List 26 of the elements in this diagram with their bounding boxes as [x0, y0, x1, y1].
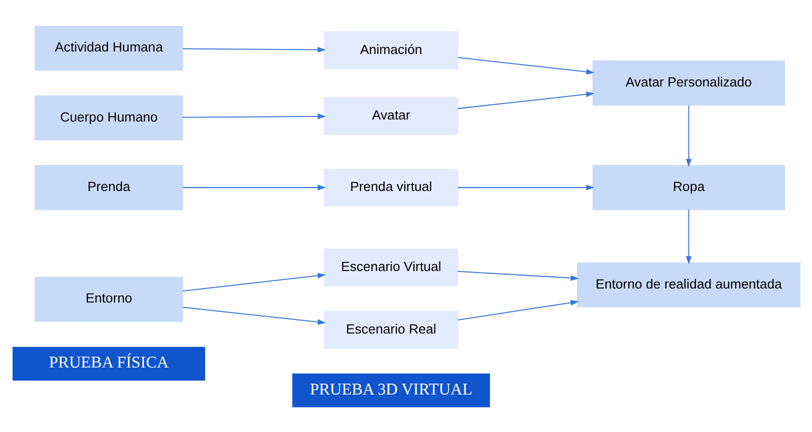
node-box: Ropa — [592, 164, 785, 210]
arrow — [457, 270, 578, 280]
node-box: PRUEBA FÍSICA — [12, 346, 205, 380]
node-box: Escenario Real — [324, 310, 458, 348]
node-box: Prenda — [34, 164, 183, 210]
node-box: Actividad Humana — [34, 25, 183, 70]
node-box: Animación — [324, 30, 458, 69]
node-box: PRUEBA 3D VIRTUAL — [292, 373, 490, 407]
arrow — [182, 272, 326, 291]
arrow — [457, 90, 594, 109]
node-box: Escenario Virtual — [324, 248, 458, 286]
arrow — [685, 209, 692, 264]
arrow — [182, 184, 326, 190]
node-box: Avatar — [324, 96, 458, 134]
arrow — [457, 56, 594, 74]
node-box: Avatar Personalizado — [592, 60, 785, 106]
arrow — [182, 306, 326, 324]
node-box: Entorno de realidad aumentada — [576, 262, 800, 307]
node-box: Cuerpo Humano — [34, 94, 183, 140]
arrow — [457, 299, 578, 320]
arrow — [182, 46, 326, 52]
arrow — [685, 104, 692, 167]
node-box: Prenda virtual — [324, 168, 458, 206]
arrow — [457, 184, 594, 190]
arrow — [182, 113, 326, 119]
node-box: Entorno — [34, 276, 183, 322]
